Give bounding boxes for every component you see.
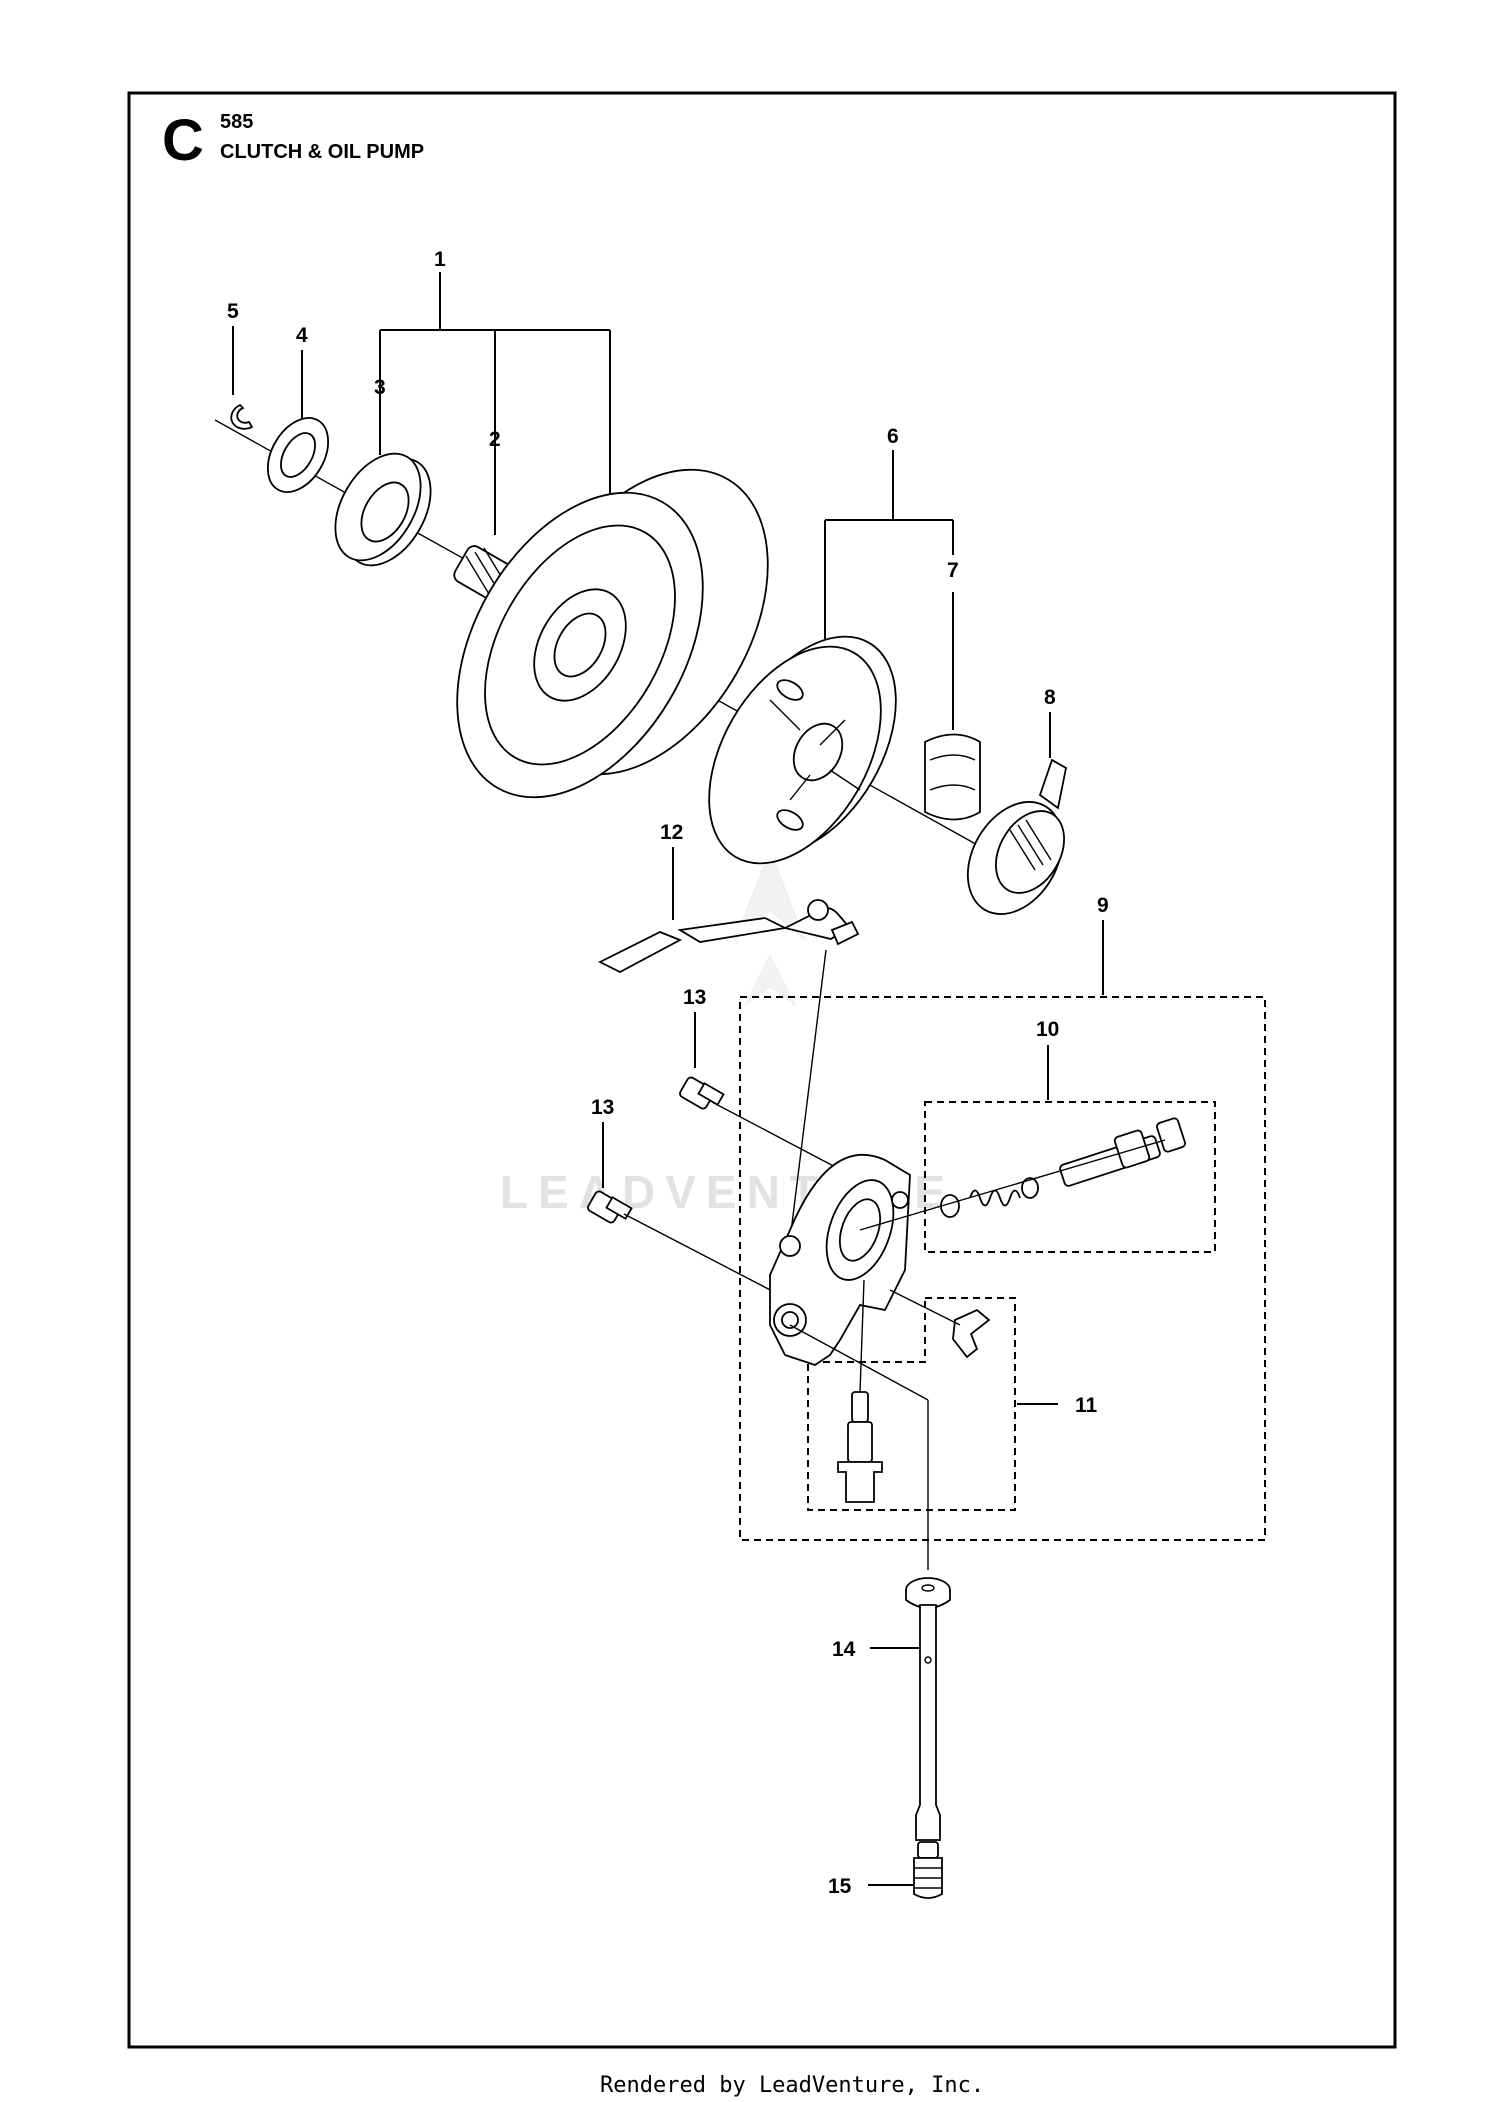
bolt-axis-lower bbox=[623, 1213, 781, 1296]
callout-9: 9 bbox=[1097, 894, 1109, 917]
oil-filter-part-15 bbox=[913, 1841, 943, 1899]
diagram-title: CLUTCH & OIL PUMP bbox=[220, 141, 424, 163]
callout-12: 12 bbox=[660, 821, 683, 844]
callout-3: 3 bbox=[374, 376, 386, 399]
diagram-frame bbox=[127, 91, 1397, 2049]
callout-labels: 1 2 3 4 5 6 7 8 9 10 11 12 13 13 14 15 bbox=[227, 248, 1109, 1898]
callout-5: 5 bbox=[227, 300, 239, 323]
callout-14: 14 bbox=[832, 1638, 856, 1661]
oil-pump-body-part-9 bbox=[769, 1153, 911, 1366]
screw-axis bbox=[859, 1279, 865, 1393]
adjust-screw-part-11 bbox=[837, 1391, 883, 1503]
diagram-code: 585 bbox=[220, 111, 253, 133]
bolt-part-13-upper bbox=[679, 1076, 725, 1110]
clip-axis bbox=[889, 1289, 961, 1326]
callout-7: 7 bbox=[947, 559, 959, 582]
oil-hose-part-12 bbox=[597, 899, 860, 974]
footer-credit: Rendered by LeadVenture, Inc. bbox=[600, 2073, 984, 2098]
pipe-axis bbox=[789, 1324, 929, 1401]
hose-axis bbox=[789, 949, 827, 1241]
callout-13-upper: 13 bbox=[683, 986, 706, 1009]
callout-2: 2 bbox=[489, 428, 501, 451]
washer-part-4 bbox=[266, 417, 330, 493]
section-letter: C bbox=[162, 108, 204, 173]
callout-10: 10 bbox=[1036, 1018, 1059, 1041]
callout-8: 8 bbox=[1044, 686, 1056, 709]
clutch-part-6 bbox=[708, 635, 897, 865]
clutch-drum-part-1 bbox=[456, 468, 769, 799]
rim-sprocket-part-3 bbox=[334, 452, 432, 567]
oil-pump-box-part-9 bbox=[739, 996, 1266, 1541]
callout-1: 1 bbox=[434, 248, 446, 271]
clip-part-11 bbox=[952, 1308, 991, 1359]
worm-gear-part-8 bbox=[966, 758, 1068, 915]
callout-15: 15 bbox=[828, 1875, 852, 1898]
circlip-part-5 bbox=[230, 403, 254, 430]
callout-11: 11 bbox=[1075, 1394, 1098, 1417]
bolt-part-13-lower bbox=[587, 1190, 633, 1224]
pump-plunger-box-part-10 bbox=[924, 1101, 1216, 1253]
callout-6: 6 bbox=[887, 425, 899, 448]
callout-4: 4 bbox=[296, 324, 308, 347]
oil-pipe-part-14 bbox=[905, 1577, 951, 1841]
clutch-spring-part-7 bbox=[924, 733, 981, 821]
callout-13-lower: 13 bbox=[591, 1096, 614, 1119]
pump-plunger-part-10 bbox=[940, 1117, 1186, 1218]
plunger-axis bbox=[859, 1139, 1166, 1231]
adjust-screw-box-part-11 bbox=[807, 1297, 1016, 1511]
leader-lines bbox=[232, 272, 1104, 1886]
